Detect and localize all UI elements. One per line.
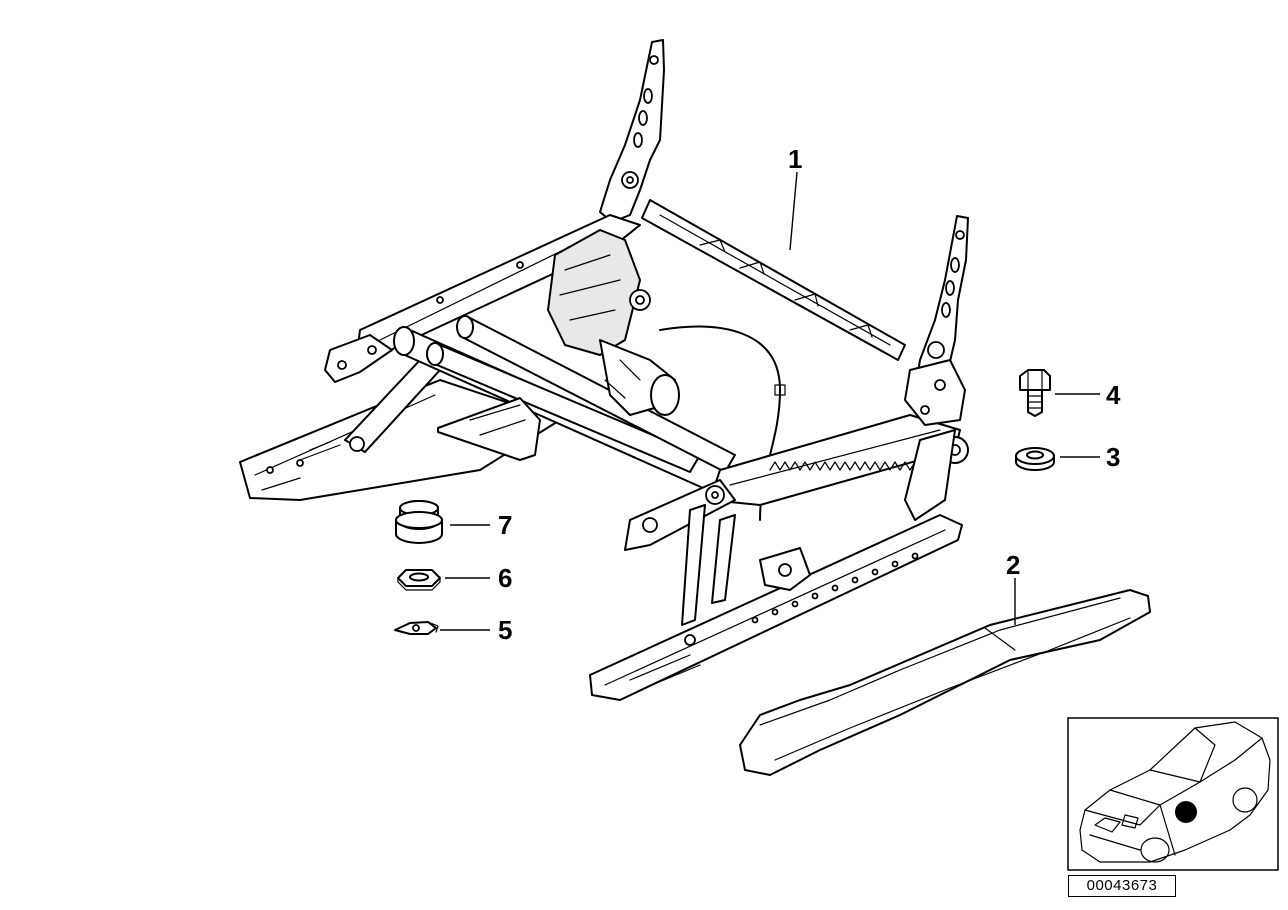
clip[interactable] <box>394 621 439 635</box>
washer[interactable] <box>1015 447 1055 471</box>
callout-5: 5 <box>498 615 512 645</box>
callout-1: 1 <box>788 144 802 174</box>
callout-6: 6 <box>498 563 512 593</box>
seat-position-marker <box>1175 801 1197 823</box>
callout-2: 2 <box>1006 550 1020 580</box>
rubber-buffer[interactable] <box>395 500 443 544</box>
hex-nut[interactable] <box>397 569 441 591</box>
bolt[interactable] <box>1019 369 1051 417</box>
leader-line-1 <box>789 171 798 251</box>
locator-inset <box>1067 717 1279 871</box>
car-locator-icon <box>1079 721 1271 863</box>
callout-7: 7 <box>498 510 512 540</box>
diagram-reference-code: 00043673 <box>1068 875 1176 897</box>
callouts: 1 2 3 4 7 6 5 <box>440 144 1121 645</box>
rail-cover[interactable] <box>739 589 1151 776</box>
seat-frame-assembly[interactable] <box>239 39 969 701</box>
callout-4: 4 <box>1106 380 1121 410</box>
callout-3: 3 <box>1106 442 1120 472</box>
